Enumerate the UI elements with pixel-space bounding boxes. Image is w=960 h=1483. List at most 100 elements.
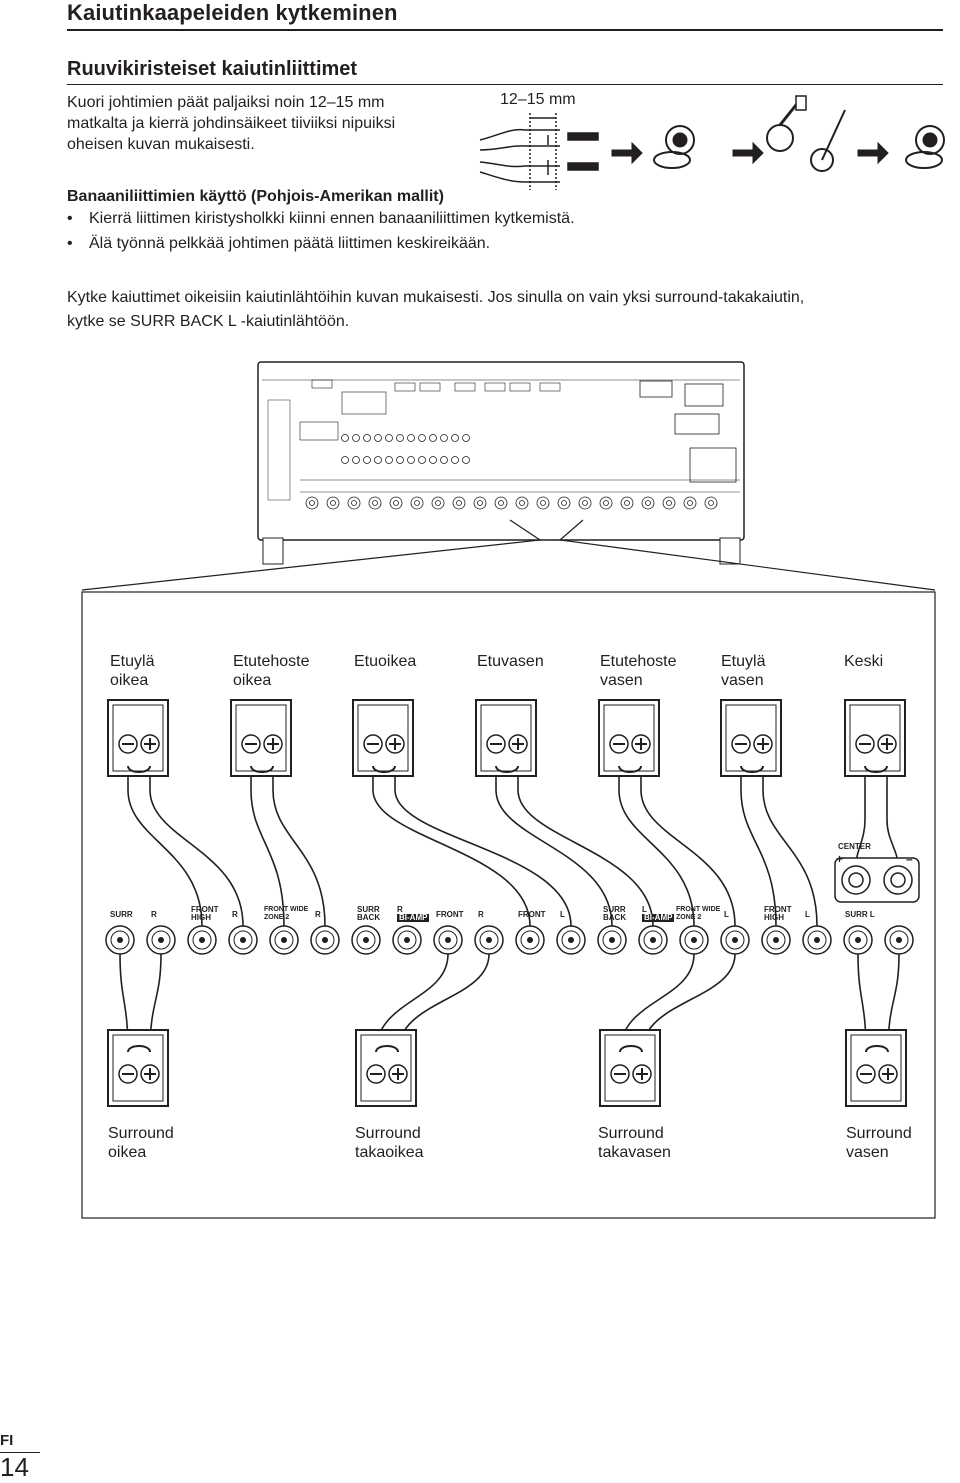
receiver-jacks — [305, 434, 718, 510]
receiver-rca-jack — [451, 456, 459, 464]
speaker-wire-negative — [119, 953, 129, 1053]
speaker-post-hole — [527, 937, 533, 943]
speaker-cable-loop — [618, 765, 642, 773]
speaker-post — [187, 925, 217, 955]
intro-line-2: matkalta ja kierrä johdinsäikeet tiiviik… — [67, 115, 396, 132]
receiver-speaker-post — [431, 496, 445, 510]
speaker-post-ring — [356, 930, 376, 950]
terminal-label-r-1: R — [151, 910, 157, 919]
speaker-box-inner — [235, 704, 287, 772]
speaker-post — [884, 925, 914, 955]
speaker-post-ring — [110, 930, 130, 950]
l-biamp-line1: L — [642, 905, 647, 914]
receiver-speaker-post — [515, 496, 529, 510]
speaker-post-hole — [855, 937, 861, 943]
speaker-post-hole — [486, 937, 492, 943]
label-line1: Etuvasen — [477, 653, 544, 670]
terminal-label-r-4: R — [478, 910, 484, 919]
speaker-post-ring — [479, 930, 499, 950]
label-line2: oikea — [233, 672, 272, 689]
speaker-post — [802, 925, 832, 955]
front-wide-l-line1: FRONT WIDE — [676, 906, 721, 913]
bottom-speakers-group — [107, 1029, 907, 1107]
speaker-wire-negative — [857, 953, 867, 1053]
speaker-post-hole — [609, 937, 615, 943]
speaker-box — [598, 699, 660, 777]
receiver-rca-jack — [396, 456, 404, 464]
speaker-post-ring — [315, 930, 335, 950]
speaker-post — [474, 925, 504, 955]
speaker-post-ring — [397, 930, 417, 950]
label-line2: takavasen — [598, 1144, 671, 1161]
receiver-speaker-post-hole — [519, 500, 525, 506]
speaker-box — [107, 1029, 169, 1107]
surr-back-l-line2: BACK — [603, 913, 627, 922]
terminal-strip — [105, 925, 914, 955]
speaker-cable-loop — [864, 765, 888, 773]
strip-length-label: 12–15 mm — [500, 91, 576, 108]
speaker-post-ring — [766, 930, 786, 950]
receiver-rca-jack — [374, 456, 382, 464]
speaker-post — [146, 925, 176, 955]
banana-title: Banaaniliittimien käyttö (Pohjois-Amerik… — [67, 188, 444, 205]
speaker-wire-positive — [149, 953, 162, 1053]
intro-line-3: oheisen kuvan mukaisesti. — [67, 136, 255, 153]
speaker-post-ring — [438, 930, 458, 950]
speaker-post-ring — [602, 930, 622, 950]
instruction-line-1: Kytke kaiuttimet oikeisiin kaiutinlähtöi… — [67, 289, 805, 306]
receiver-rca-jack — [418, 456, 426, 464]
top-speakers-group — [107, 699, 906, 777]
speaker-box — [107, 699, 169, 777]
receiver-back-panel — [257, 361, 745, 565]
speaker-box — [352, 699, 414, 777]
speaker-cable-loop — [865, 1045, 889, 1053]
label-line1: Etutehoste — [233, 653, 310, 670]
label-line1: Etutehoste — [600, 653, 677, 670]
speaker-post-hole — [650, 937, 656, 943]
receiver-rca-jack — [352, 434, 360, 442]
stripped-cable-illustration — [479, 113, 599, 190]
receiver-speaker-post — [494, 496, 508, 510]
speaker-cable-loop — [740, 765, 764, 773]
receiver-rca-jack — [363, 434, 371, 442]
receiver-rca-jack — [462, 434, 470, 442]
speaker-cable-loop — [495, 765, 519, 773]
receiver-speaker-post-hole — [414, 500, 420, 506]
receiver-speaker-post-hole — [309, 500, 315, 506]
receiver-speaker-post — [452, 496, 466, 510]
banana-bullet-2-text: Älä työnnä pelkkää johtimen päätä liitti… — [89, 235, 491, 252]
terminal-center-plus: + — [836, 852, 844, 866]
speaker-post — [433, 925, 463, 955]
speaker-wire-positive — [149, 776, 244, 927]
receiver-speaker-post — [305, 496, 319, 510]
speaker-post-hole — [363, 937, 369, 943]
surr-back-r-line1: SURR — [357, 905, 380, 914]
header-rule — [67, 29, 943, 31]
plus-terminal — [385, 734, 405, 754]
speaker-label-center: Keski — [844, 652, 883, 671]
speaker-post-ring — [848, 930, 868, 950]
speaker-wire-negative — [372, 776, 531, 927]
label-line2: vasen — [600, 672, 643, 689]
terminal-label-surr: SURR — [110, 910, 133, 919]
speaker-wire-positive — [517, 776, 654, 927]
receiver-speaker-post — [410, 496, 424, 510]
label-line1: Etuylä — [721, 653, 766, 670]
bi-amp-badge-r: BI-AMP — [397, 913, 430, 922]
speaker-post-hole — [199, 937, 205, 943]
speaker-cable-loop — [619, 1045, 643, 1053]
label-line1: Keski — [844, 653, 884, 670]
instruction-line-2: kytke se SURR BACK L -kaiutinlähtöön. — [67, 313, 350, 330]
label-line2: vasen — [721, 672, 764, 689]
receiver-rca-jack — [462, 456, 470, 464]
speaker-post — [720, 925, 750, 955]
receiver-rca-jack — [440, 434, 448, 442]
minus-terminal — [609, 734, 629, 754]
plus-terminal — [753, 734, 773, 754]
speaker-post-hole — [322, 937, 328, 943]
speaker-box — [844, 699, 906, 777]
plus-terminal — [388, 1064, 408, 1084]
